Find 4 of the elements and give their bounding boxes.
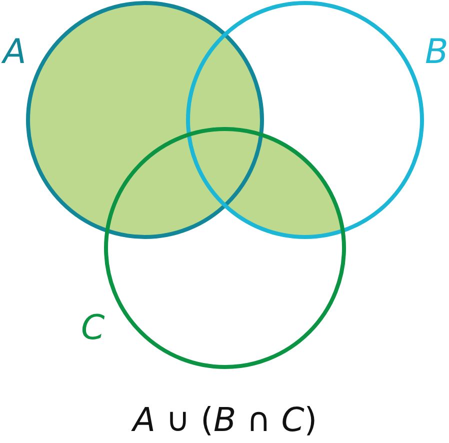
set-label: B: [424, 33, 449, 71]
caption: A ∪ (B ∩ C): [130, 400, 318, 440]
set-label: C: [80, 309, 106, 347]
set-label: A: [0, 33, 28, 71]
